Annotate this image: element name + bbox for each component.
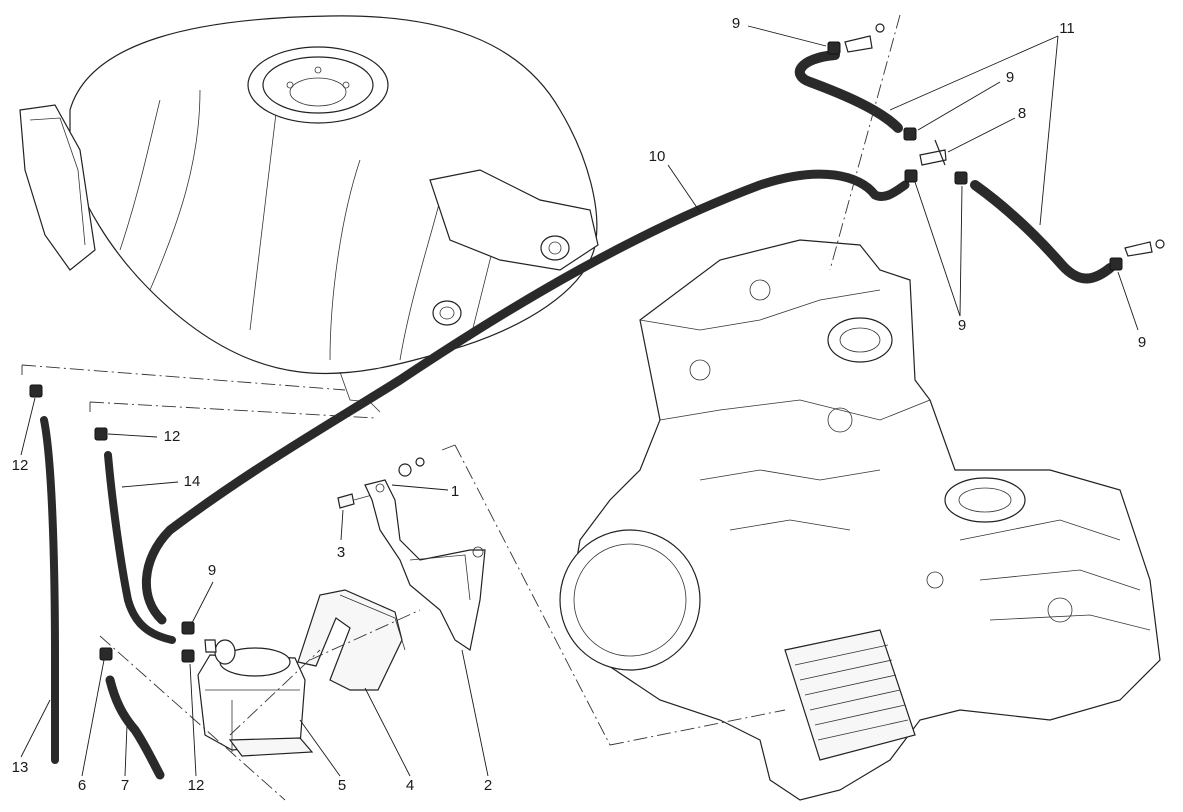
- oil-cooler: [784, 629, 916, 761]
- hose-11-lower: [970, 180, 1115, 284]
- hose-13: [40, 416, 60, 764]
- callout-4: 4: [406, 777, 414, 794]
- callout-12-upper: 12: [164, 428, 181, 445]
- callout-6: 6: [78, 777, 86, 794]
- hose-11-upper: [794, 50, 903, 133]
- callout-13: 13: [12, 759, 29, 776]
- callout-9-middle: 9: [958, 317, 966, 334]
- hose-10: [141, 169, 910, 625]
- callout-5: 5: [338, 777, 346, 794]
- callout-12-left: 12: [12, 457, 29, 474]
- callout-1: 1: [451, 483, 459, 500]
- fuel-tank: [19, 15, 599, 413]
- engine: [559, 239, 1161, 801]
- callout-2: 2: [484, 777, 492, 794]
- callout-7: 7: [121, 777, 129, 794]
- callout-3: 3: [337, 544, 345, 561]
- callout-12-bottom: 12: [188, 777, 205, 794]
- callout-14: 14: [184, 473, 201, 490]
- clip-4: [297, 589, 406, 691]
- callout-8: 8: [1018, 105, 1026, 122]
- callout-11: 11: [1059, 20, 1075, 37]
- reservoir-5: [197, 639, 314, 757]
- callout-9-top: 9: [732, 15, 740, 32]
- leader-lines: [20, 25, 1139, 777]
- callout-9-right: 9: [1138, 334, 1146, 351]
- callout-9-upper-right: 9: [1006, 69, 1014, 86]
- callout-10: 10: [649, 148, 666, 165]
- callout-9-reservoir: 9: [208, 562, 216, 579]
- bracket-3-screw: [337, 493, 373, 509]
- bracket-2: [364, 479, 486, 651]
- hose-clamps: [29, 41, 1123, 663]
- hose-7: [105, 675, 165, 780]
- fittings: [398, 23, 1165, 477]
- hose-14: [104, 451, 176, 644]
